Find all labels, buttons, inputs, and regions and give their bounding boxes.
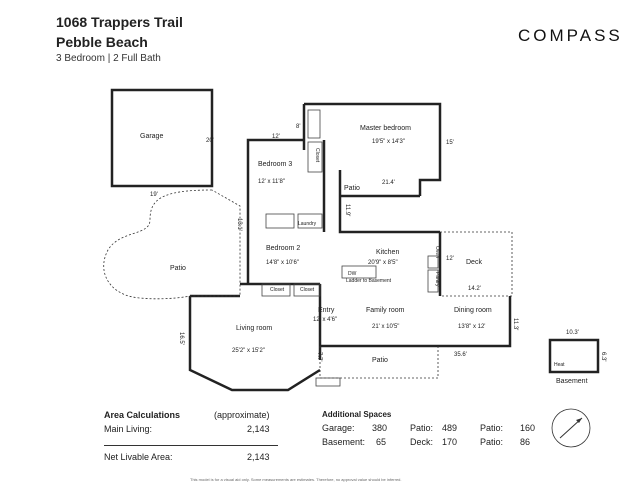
dim-patio-bottom-side: 7.7'	[316, 352, 322, 362]
add-patio2-label: Patio:	[480, 423, 504, 433]
dim-bedroom-2-side: 13.1'	[236, 218, 242, 231]
dim-deck: 14.2'	[468, 286, 481, 292]
add-deck-label: Deck:	[410, 437, 434, 447]
room-kitchen: Kitchen	[376, 249, 399, 256]
walls	[110, 88, 600, 392]
add-garage-label: Garage:	[322, 423, 355, 433]
dim-dining-side: 11.3'	[512, 318, 518, 330]
room-patio-left: Patio	[170, 265, 186, 272]
net-livable-label: Net Livable Area:	[104, 452, 173, 462]
address-line-1: 1068 Trappers Trail	[56, 14, 183, 30]
heat-label: Heat	[554, 362, 565, 368]
family-size: 21' x 10'5"	[372, 324, 399, 330]
room-living: Living room	[236, 325, 272, 332]
beds-baths: 3 Bedroom | 2 Full Bath	[56, 53, 161, 64]
brand-logo: COMPASS	[518, 26, 623, 45]
outdoor-outlines	[103, 189, 513, 379]
dw-label: DW	[348, 271, 357, 277]
closet-1-label: Closet	[270, 287, 285, 293]
closet-2-label: Closet	[300, 287, 315, 293]
room-basement: Basement	[556, 378, 588, 385]
pantry-label: Pantry	[434, 272, 440, 287]
dim-basement-top: 10.3'	[566, 330, 579, 336]
north-arrow-icon	[551, 408, 591, 448]
bedroom-3-size: 12' x 11'8"	[258, 179, 285, 185]
add-garage-value: 380	[372, 423, 388, 433]
address-line-2: Pebble Beach	[56, 34, 148, 50]
closet-vertical: Closet	[314, 148, 320, 163]
master-size: 19'5" x 14'3"	[372, 139, 405, 145]
add-patio1-value: 489	[442, 423, 458, 433]
add-patio2-value: 160	[520, 423, 536, 433]
footnote: This model is for a visual aid only. Som…	[190, 477, 402, 482]
laundry-label: Laundry	[298, 221, 317, 227]
bedroom-2-size: 14'8" x 10'6"	[266, 260, 299, 266]
dim-8ft: 8'	[296, 124, 300, 130]
divider	[104, 445, 278, 446]
net-livable-value: 2,143	[247, 452, 270, 462]
room-deck: Deck	[466, 259, 482, 266]
dim-bedroom-3-top: 12'	[272, 134, 280, 140]
room-entry: Entry	[318, 307, 335, 314]
ladder-label: Ladder to Basement	[346, 278, 392, 284]
dim-patio-bottom: 35.6'	[454, 352, 467, 358]
room-garage: Garage	[140, 133, 163, 140]
room-patio-small: Patio	[344, 185, 360, 192]
add-deck-value: 170	[442, 437, 458, 447]
oven-label: Oven	[434, 246, 440, 258]
dim-garage-side: 20'	[206, 138, 214, 144]
add-patio3-value: 86	[520, 437, 531, 447]
dim-living-side: 16.5'	[178, 332, 184, 345]
room-family: Family room	[366, 307, 405, 314]
add-basement-value: 65	[376, 437, 387, 447]
area-approx: (approximate)	[214, 410, 270, 420]
room-patio-bottom: Patio	[372, 357, 388, 364]
entry-size: 12' x 4'6"	[313, 317, 337, 323]
room-master-bedroom: Master bedroom	[360, 125, 411, 132]
add-basement-label: Basement:	[322, 437, 366, 447]
dining-size: 13'8" x 12'	[458, 324, 485, 330]
additional-title: Additional Spaces	[322, 410, 392, 419]
fixtures	[261, 109, 439, 387]
add-patio1-label: Patio:	[410, 423, 434, 433]
room-bedroom-2: Bedroom 2	[266, 245, 300, 252]
main-living-value: 2,143	[247, 424, 270, 434]
dim-master-side: 15'	[446, 140, 454, 146]
room-dining: Dining room	[454, 307, 492, 314]
living-size: 25'2" x 15'2"	[232, 348, 265, 354]
area-title: Area Calculations	[104, 410, 181, 420]
main-living-label: Main Living:	[104, 424, 153, 434]
dim-patio-small-top: 21.4'	[382, 180, 395, 186]
room-bedroom-3: Bedroom 3	[258, 161, 292, 168]
add-patio3-label: Patio:	[480, 437, 504, 447]
kitchen-size: 20'9" x 8'5"	[368, 260, 398, 266]
dim-patio-small-side: 11.9'	[344, 204, 350, 216]
dim-garage-bottom: 19'	[150, 192, 158, 198]
dim-basement-side: 6.3'	[600, 352, 606, 362]
dim-kitchen-side: 12'	[446, 256, 454, 262]
